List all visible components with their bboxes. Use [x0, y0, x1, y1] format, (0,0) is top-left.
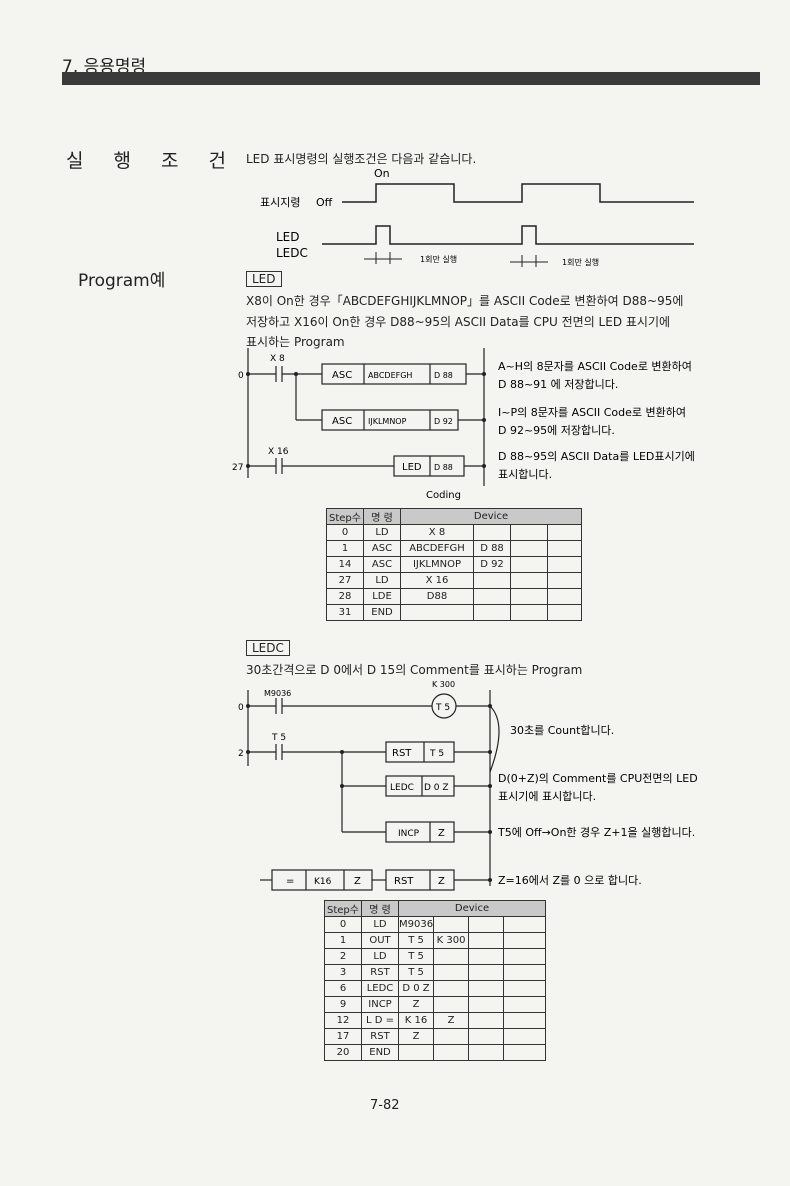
asc2: ASC: [332, 416, 352, 427]
rst2-arg: Z: [438, 876, 445, 887]
eq-op: =: [286, 876, 294, 887]
ledc-note3: T5에 Off→On한 경우 Z+1을 실행합니다.: [497, 826, 695, 839]
rst2-inst: RST: [394, 876, 414, 887]
asc1-dst: D 88: [434, 371, 453, 380]
timing-on-label: On: [374, 167, 390, 180]
contact-x16: X 16: [268, 447, 289, 457]
ledc-arg: D 0 Z: [424, 783, 449, 793]
step-2: 2: [238, 749, 244, 759]
ledc-note1: 30초를 Count합니다.: [510, 724, 614, 737]
step-27: 27: [232, 463, 243, 473]
k16-arg: K16: [314, 877, 332, 887]
timing-once2: 1회만 실행: [562, 257, 599, 267]
z-arg: Z: [354, 876, 361, 887]
note2a: I~P의 8문자를 ASCII Code로 변환하여: [498, 405, 686, 419]
ledc-title-box: LEDC: [246, 640, 290, 656]
ledc-inst: LEDC: [390, 783, 414, 793]
note3a: D 88~95의 ASCII Data를 LED표시기에: [498, 450, 695, 463]
asc1-arg: ABCDEFGH: [368, 371, 412, 380]
timing-off-label: Off: [316, 196, 333, 209]
asc2-dst: D 92: [434, 417, 453, 426]
note3b: 표시합니다.: [498, 468, 552, 481]
note2b: D 92~95에 저장합니다.: [498, 424, 615, 437]
timing-led-label: LED: [276, 230, 300, 244]
led-inst: LED: [402, 462, 422, 473]
timing-ledc-label: LEDC: [276, 246, 308, 260]
note1a: A~H의 8문자를 ASCII Code로 변환하여: [498, 359, 692, 373]
section-label-program: Program예: [78, 271, 166, 291]
asc1: ASC: [332, 370, 352, 381]
k300-label: K 300: [432, 680, 455, 689]
timer-coil: T 5: [435, 703, 450, 713]
section-label-conditions: 실 행 조 건: [66, 150, 239, 172]
led-desc-3: 표시하는 Program: [246, 335, 345, 349]
rst-arg: T 5: [429, 749, 444, 759]
timing-diagram: On 표시지령 Off LED LEDC 1회만 실행 1회만 실행: [260, 167, 694, 267]
contact-x8: X 8: [270, 354, 285, 364]
incp-arg: Z: [438, 828, 445, 839]
timing-cmd-label: 표시지령: [260, 196, 300, 209]
contact-t5: T 5: [271, 733, 286, 743]
led-arg: D 88: [434, 463, 453, 472]
rst-inst: RST: [392, 748, 412, 759]
ladder-diagram-ledc: K 300 T 5 0 2 M9036 T 5 RST T 5 LEDC D 0…: [238, 680, 698, 891]
asc2-arg: IJKLMNOP: [368, 417, 407, 426]
ledc-note2b: 표시기에 표시합니다.: [498, 790, 596, 803]
timing-once1: 1회만 실행: [420, 254, 457, 264]
ledc-note2a: D(0+Z)의 Comment를 CPU전면의 LED: [498, 772, 698, 785]
step-0: 0: [238, 371, 244, 381]
step-0b: 0: [238, 703, 244, 713]
page-number: 7-82: [370, 1098, 400, 1113]
header-bar: [62, 72, 760, 85]
coding-label: Coding: [426, 490, 461, 501]
contact-m9036: M9036: [264, 689, 291, 698]
ladder-diagram-led: 0 27 X 8 X 16 ASC ABCDEFGH D 88 ASC IJKL…: [232, 348, 695, 501]
led-desc-1: X8이 On한 경우「ABCDEFGHIJKLMNOP」를 ASCII Code…: [246, 294, 684, 308]
ledc-note4: Z=16에서 Z를 0 으로 합니다.: [498, 874, 642, 887]
intro-text: LED 표시명령의 실행조건은 다음과 같습니다.: [246, 152, 477, 166]
note1b: D 88~91 에 저장합니다.: [498, 378, 618, 391]
incp-inst: INCP: [398, 829, 420, 839]
ledc-desc: 30초간격으로 D 0에서 D 15의 Comment를 표시하는 Progra…: [246, 663, 583, 677]
led-desc-2: 저장하고 X16이 On한 경우 D88~95의 ASCII Data를 CPU…: [246, 315, 671, 329]
led-title-box: LED: [246, 271, 282, 287]
